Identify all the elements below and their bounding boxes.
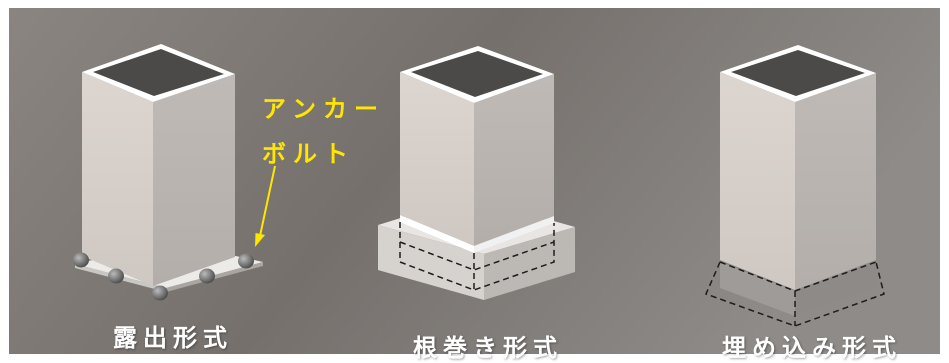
bolt [73,252,89,268]
anchor-bolt-label-line2: ボルト [262,140,355,168]
column-left-face [400,72,474,246]
bolt [152,285,168,301]
caption-embedded: 埋め込み形式 [722,334,902,362]
anchor-bolts [73,252,254,301]
anchor-bolt-label-line1: アンカー [262,95,386,123]
column-left-face [720,72,795,290]
hidden-column-outline [704,261,885,327]
hidden-column-outline [399,222,555,291]
caption-wrapped: 根巻き形式 [413,334,563,362]
column-left-face [82,72,153,286]
bolt [238,253,254,269]
bolt [199,268,215,284]
anchor-bolt-arrow [255,165,276,247]
column-right-face [153,74,235,286]
column-right-face [474,74,554,246]
exposed-column-figure [73,44,276,301]
bolt [108,268,124,284]
wrapped-column-figure [378,46,575,300]
embedded-column-figure [704,45,885,327]
caption-exposed: 露出形式 [113,324,233,352]
wrap-block-right [484,227,575,300]
column-right-face [795,73,876,290]
